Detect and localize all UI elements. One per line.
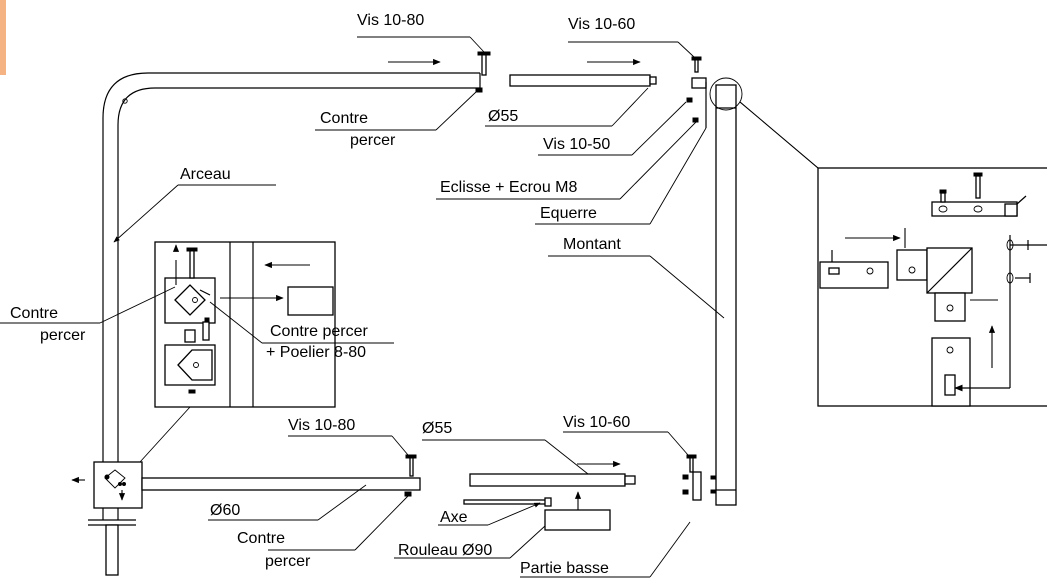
vis-10-60-bottom [682,454,717,501]
detail-view-right [817,167,1047,407]
vis-10-50-label: Vis 10-50 [543,136,610,153]
diam-55-top-label: Ø55 [488,108,518,125]
vis-10-60-top [691,56,702,73]
contre-left-label-2: percer [40,327,86,344]
diam-55-bottom-label: Ø55 [422,420,452,437]
contre-bottom-label-2: percer [265,553,311,570]
lower-tube-60 [141,477,421,497]
vis-10-80-top [475,51,491,93]
eclisse-label: Eclisse + Ecrou M8 [440,179,577,196]
detail-view-left [154,241,336,408]
contre-left-label-1: Contre [10,305,58,322]
partie-basse-label: Partie basse [520,560,609,577]
vis-10-60-top-label: Vis 10-60 [568,16,635,33]
arceau-label: Arceau [180,166,231,183]
equerre-label: Equerre [540,205,597,222]
contre-top-label-2: percer [350,132,396,149]
axe [463,497,552,507]
accent-tab [0,0,6,75]
montant-post [709,77,743,506]
vis-10-80-bottom [405,454,417,477]
contre-percer-mid-label: Contre percer [270,323,368,340]
montant-label: Montant [563,236,621,253]
vis-10-80-bottom-label: Vis 10-80 [288,417,355,434]
vis-10-60-bottom-label: Vis 10-60 [563,414,630,431]
poelier-label: + Poelier 8-80 [266,344,366,361]
diam-60-label: Ø60 [210,502,240,519]
contre-bottom-label-1: Contre [237,530,285,547]
contre-top-label-1: Contre [320,110,368,127]
upper-hardware [686,77,707,128]
axe-label: Axe [440,509,468,526]
rouleau-label: Rouleau Ø90 [398,542,492,559]
rouleau [544,491,611,531]
lower-tube-55 [469,460,636,487]
upper-tube-55 [509,74,657,87]
lower-sleeve [71,461,143,576]
vis-10-80-top-label: Vis 10-80 [357,12,424,29]
